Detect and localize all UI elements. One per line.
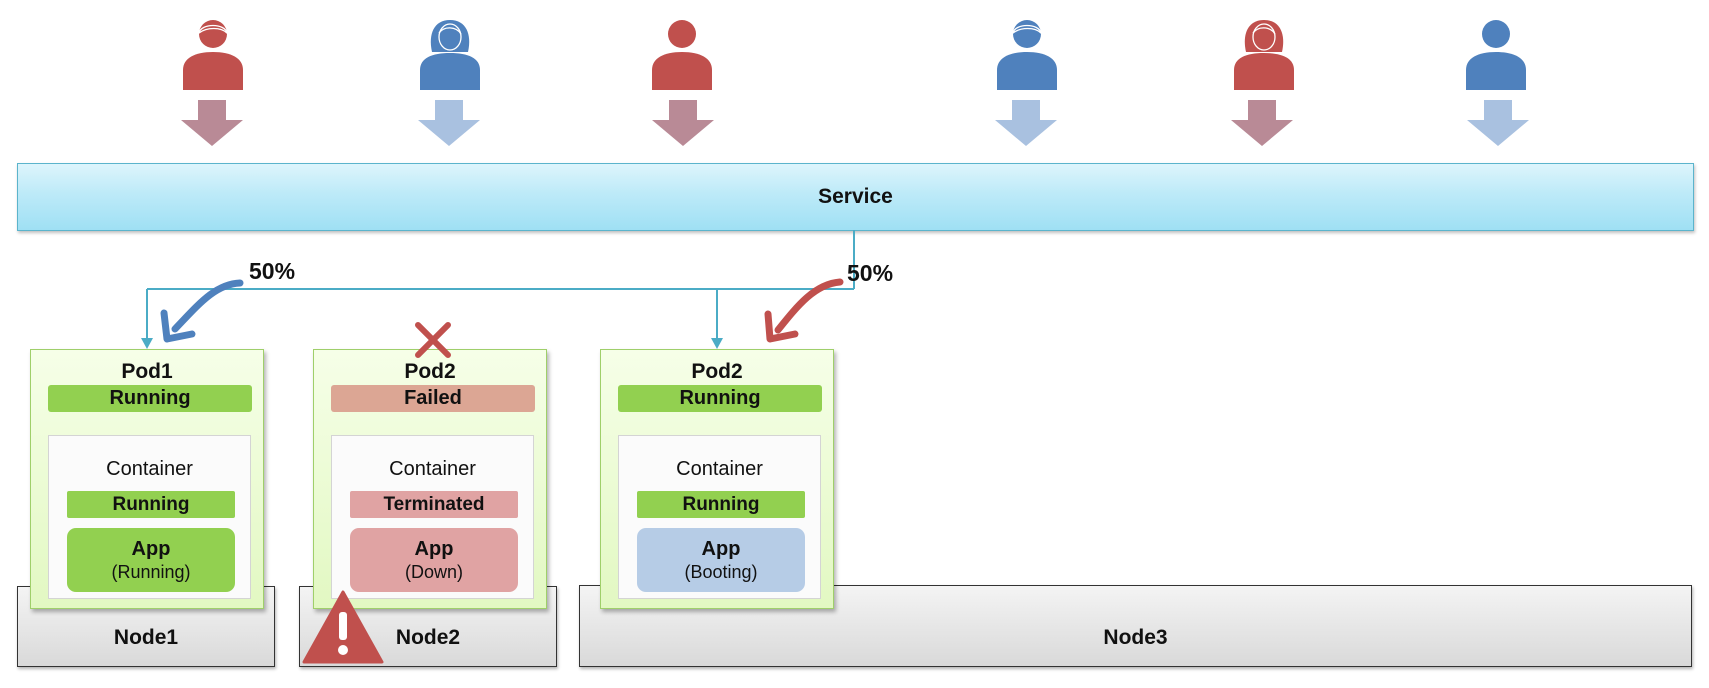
down-arrow-icon — [995, 100, 1057, 146]
app-name: App — [131, 538, 171, 560]
app-box: App (Down) — [350, 528, 518, 592]
left-percent-label: 50% — [249, 258, 296, 284]
service-label: Service — [818, 185, 893, 208]
right-percent-label: 50% — [847, 260, 894, 286]
app-name: App — [701, 538, 741, 560]
container-status-badge: Running — [67, 491, 235, 518]
app-box: App (Booting) — [637, 528, 805, 592]
left-curved-arrow-icon — [160, 279, 244, 343]
pod-title: Pod2 — [404, 360, 456, 383]
container-box: Container Running App (Running) — [48, 435, 251, 599]
pod-status-badge: Running — [48, 385, 252, 412]
warning-icon — [302, 590, 384, 664]
down-arrow-icon — [1467, 100, 1529, 146]
node-label: Node2 — [395, 626, 461, 649]
container-label: Container — [676, 458, 763, 480]
female-user-icon — [1232, 18, 1296, 92]
pod-status-badge: Failed — [331, 385, 535, 412]
right-curved-arrow-icon — [764, 278, 844, 343]
down-arrow-icon — [652, 100, 714, 146]
down-arrow-icon — [1231, 100, 1293, 146]
pod-title: Pod2 — [691, 360, 743, 383]
down-arrow-icon — [418, 100, 480, 146]
container-box: Container Running App (Booting) — [618, 435, 821, 599]
pod-status-badge: Running — [618, 385, 822, 412]
app-state: (Down) — [404, 562, 463, 582]
node-label: Node3 — [1103, 626, 1168, 649]
pod-2-failed: Pod2 Failed Container Terminated App (Do… — [313, 349, 547, 609]
pod-2-new: Pod2 Running Container Running App (Boot… — [600, 349, 834, 609]
app-box: App (Running) — [67, 528, 235, 592]
male-user-icon — [995, 18, 1059, 92]
app-state: (Running) — [111, 562, 191, 582]
user-icon — [650, 18, 714, 92]
container-label: Container — [106, 458, 193, 480]
male-user-icon — [181, 18, 245, 92]
container-status-badge: Terminated — [350, 491, 518, 518]
female-user-icon — [418, 18, 482, 92]
x-mark-icon — [415, 322, 451, 358]
pod-1: Pod1 Running Container Running App (Runn… — [30, 349, 264, 609]
pod-title: Pod1 — [121, 360, 173, 383]
app-state: (Booting) — [684, 562, 758, 582]
down-arrow-icon — [181, 100, 243, 146]
service-bar: Service — [17, 163, 1694, 231]
user-icon — [1464, 18, 1528, 92]
container-status-badge: Running — [637, 491, 805, 518]
app-name: App — [414, 538, 454, 560]
container-box: Container Terminated App (Down) — [331, 435, 534, 599]
node-label: Node1 — [113, 626, 179, 649]
container-label: Container — [389, 458, 476, 480]
